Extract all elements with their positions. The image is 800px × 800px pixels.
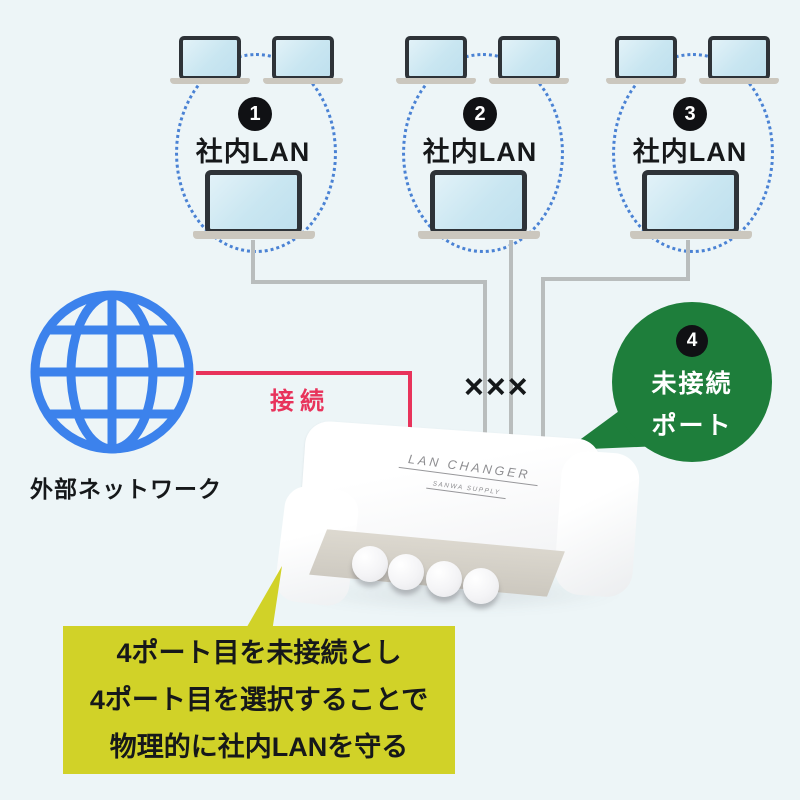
connection-line-horizontal <box>196 371 412 375</box>
lan-group-3-dotted-circle <box>612 53 774 253</box>
laptop-base <box>418 231 540 239</box>
laptop-screen <box>615 36 677 80</box>
group-2-number-badge: 2 <box>463 97 497 131</box>
laptop-icon <box>418 170 540 239</box>
unconnected-port-label-line1: 未接続 <box>651 370 733 398</box>
blocked-ports-x-marks: ××× <box>464 368 530 406</box>
cable-group3-across <box>543 277 690 281</box>
laptop-base <box>193 231 315 239</box>
port-4-number-badge: 4 <box>676 325 708 357</box>
badge-number: 1 <box>249 102 261 125</box>
laptop-base <box>630 231 752 239</box>
laptop-screen <box>272 36 334 80</box>
device-port-button-4 <box>463 568 499 604</box>
callout-line-3: 物理的に社内LANを守る <box>109 731 409 762</box>
group-1-number-badge: 1 <box>238 97 272 131</box>
cable-group1-to-device <box>483 280 487 465</box>
laptop-icon <box>489 36 569 84</box>
laptop-icon <box>263 36 343 84</box>
laptop-icon <box>396 36 476 84</box>
cable-group1-across <box>251 280 487 284</box>
laptop-screen <box>205 170 302 234</box>
badge-number: 2 <box>474 102 486 125</box>
cable-group1-down <box>251 240 255 284</box>
laptop-base <box>263 78 343 84</box>
group-2-label: 社内LAN <box>422 137 538 167</box>
laptop-screen <box>642 170 739 234</box>
laptop-base <box>699 78 779 84</box>
laptop-screen <box>405 36 467 80</box>
device-port-button-2 <box>388 554 424 590</box>
connection-label: 接続 <box>270 388 330 415</box>
callout-tail <box>244 566 282 632</box>
connection-line-vertical <box>408 371 412 456</box>
callout-line-2: 4ポート目を選択することで <box>89 684 429 715</box>
group-1-label: 社内LAN <box>195 137 311 167</box>
laptop-icon <box>630 170 752 239</box>
laptop-base <box>606 78 686 84</box>
globe-icon <box>30 290 194 454</box>
cable-group2-to-device <box>509 240 513 465</box>
laptop-icon <box>193 170 315 239</box>
unconnected-port-label-line2: ポート <box>651 412 733 440</box>
laptop-screen <box>179 36 241 80</box>
laptop-icon <box>606 36 686 84</box>
callout-line-1: 4ポート目を未接続とし <box>116 637 402 668</box>
group-3-number-badge: 3 <box>673 97 707 131</box>
explanation-callout: 4ポート目を未接続とし 4ポート目を選択することで 物理的に社内LANを守る <box>63 626 455 774</box>
laptop-base <box>396 78 476 84</box>
lan-group-2-dotted-circle <box>402 53 564 253</box>
cable-group3-to-device <box>541 277 545 467</box>
laptop-icon <box>170 36 250 84</box>
device-port-button-1 <box>352 546 388 582</box>
group-3-label: 社内LAN <box>632 137 748 167</box>
laptop-base <box>170 78 250 84</box>
laptop-screen <box>430 170 527 234</box>
device-port-button-3 <box>426 561 462 597</box>
badge-number: 4 <box>686 330 698 351</box>
device-right-cap <box>553 449 641 599</box>
laptop-screen <box>708 36 770 80</box>
external-network-label: 外部ネットワーク <box>30 476 222 502</box>
laptop-screen <box>498 36 560 80</box>
laptop-icon <box>699 36 779 84</box>
laptop-base <box>489 78 569 84</box>
lan-group-1-dotted-circle <box>175 53 337 253</box>
cable-group3-down <box>686 240 690 281</box>
badge-number: 3 <box>684 102 696 125</box>
